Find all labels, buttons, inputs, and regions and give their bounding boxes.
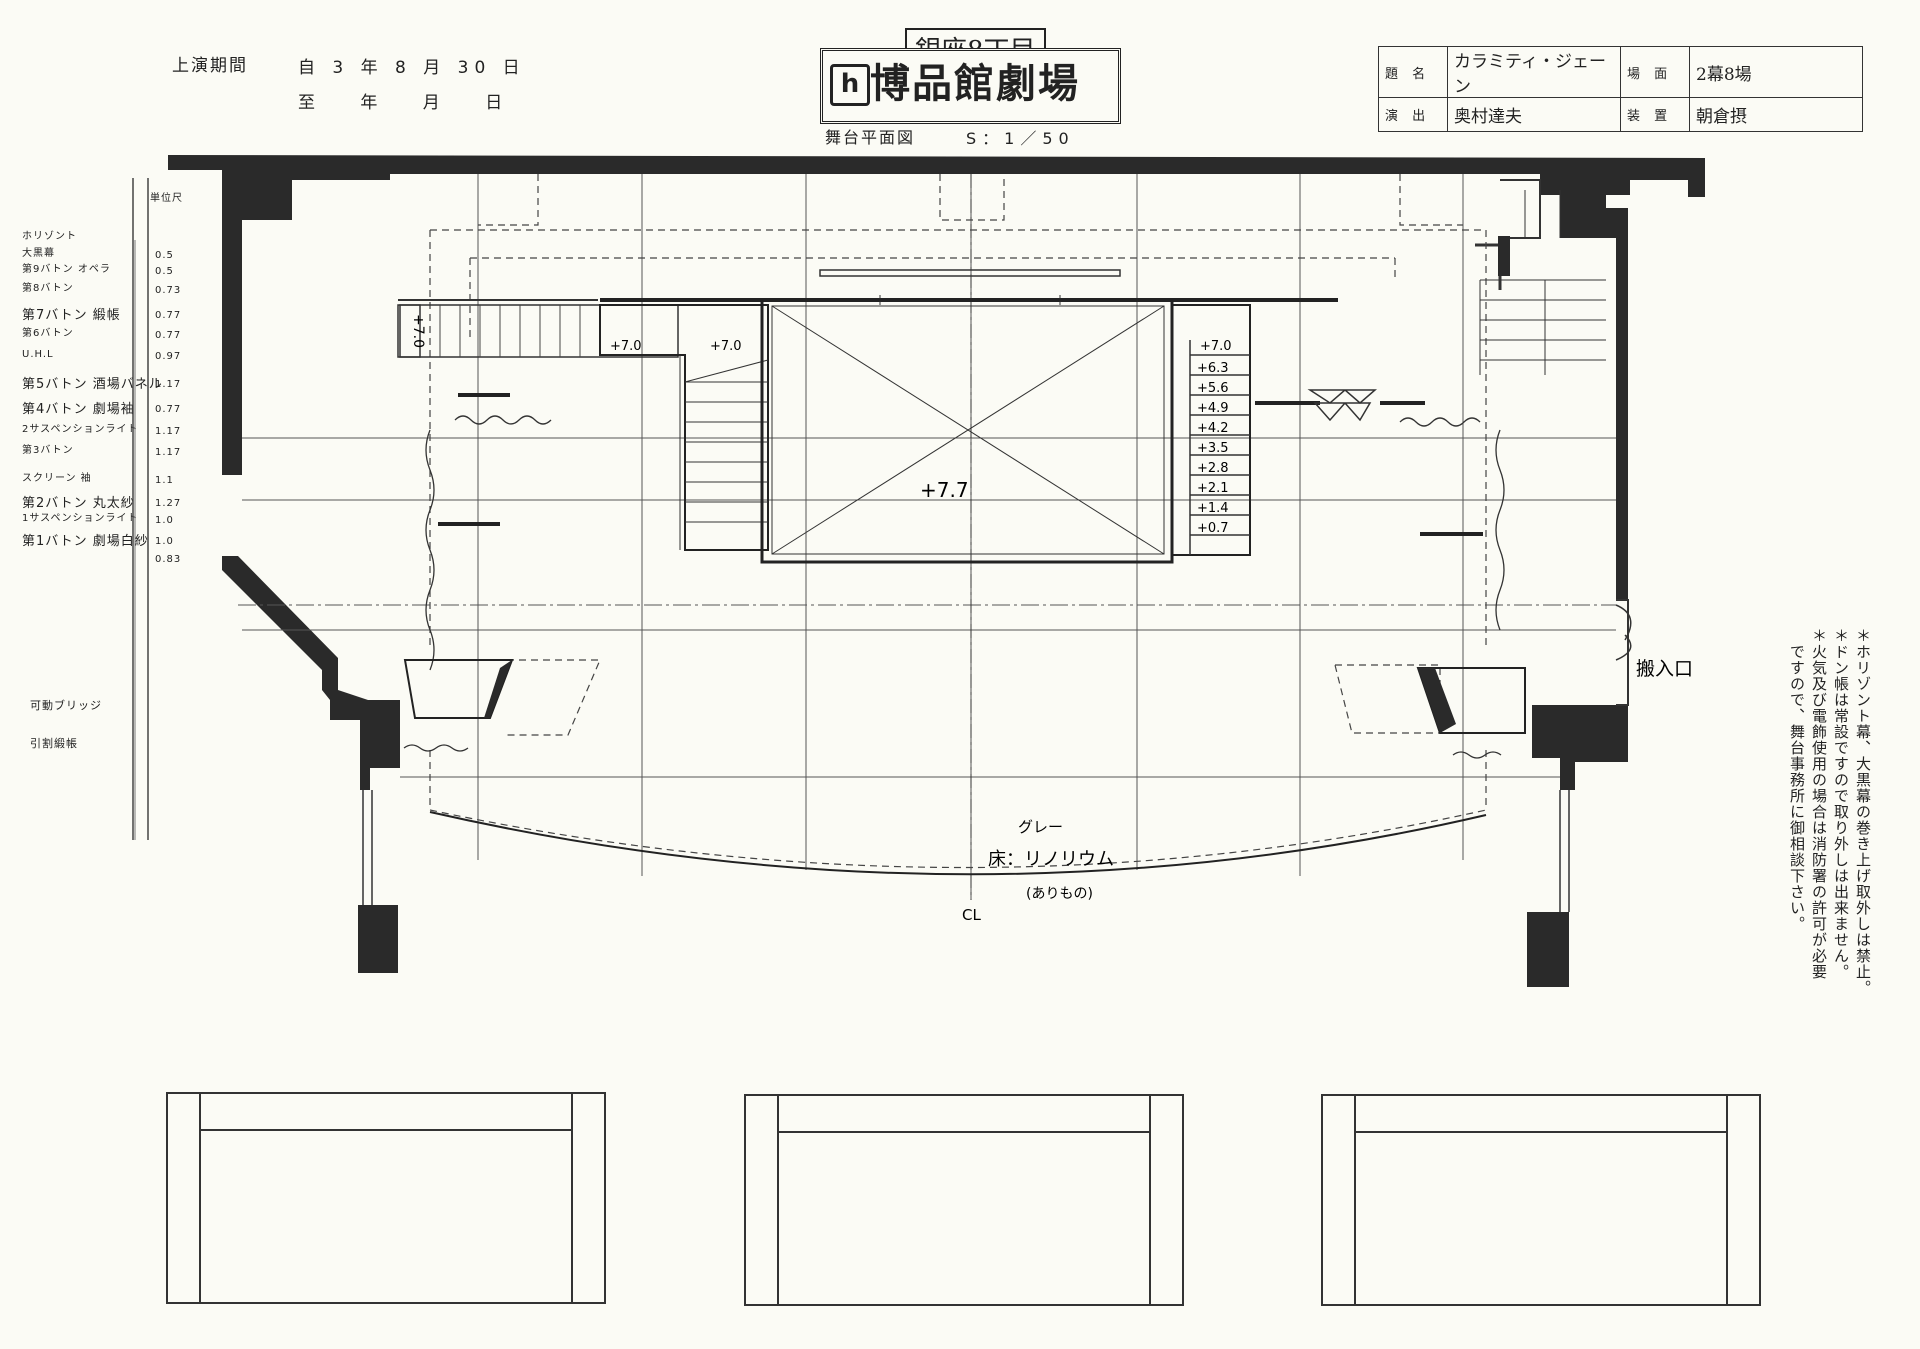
scene-label: 場 面 — [1620, 46, 1690, 98]
director-label: 演 出 — [1378, 97, 1448, 132]
upper-left-rotated-height: +7.0 — [410, 314, 426, 348]
batten-value: 1.0 — [155, 536, 174, 547]
batten-label: 大黒幕 — [22, 248, 55, 259]
batten-label: 第1バトン 劇場白紗 — [22, 534, 149, 549]
right-wall — [1540, 174, 1630, 600]
batten-value: 1.27 — [155, 498, 182, 509]
batten-label: 第3バトン — [22, 445, 74, 456]
batten-value: 1.17 — [155, 379, 182, 390]
batten-label: 1サスペンションライト — [22, 513, 139, 524]
step-height-label: +0.7 — [1197, 521, 1229, 536]
right-top-height: +7.0 — [1200, 339, 1232, 354]
director-value: 奥村達夫 — [1447, 97, 1621, 132]
batten-label: 第2バトン 丸太紗 — [22, 496, 135, 511]
step-height-label: +3.5 — [1197, 441, 1229, 456]
batten-label: 第7バトン 緞帳 — [22, 308, 121, 323]
batten-value: 0.77 — [155, 404, 182, 415]
step-height-label: +4.9 — [1197, 401, 1229, 416]
stage-front-edge — [429, 811, 1487, 876]
design-value: 朝倉摂 — [1689, 97, 1863, 132]
batten-value: 1.1 — [155, 475, 174, 486]
period-from: 自 3 年 8 月 30 日 — [298, 58, 526, 78]
batten-value: 0.77 — [155, 310, 182, 321]
step-height-label: +5.6 — [1197, 381, 1229, 396]
drawing-title: 舞台平面図 — [825, 128, 916, 147]
batten-value: 0.77 — [155, 330, 182, 341]
floor-material-label: 床：リノリウム — [988, 849, 1114, 870]
right-step-heights: +6.3 +5.6 +4.9 +4.2 +3.5 +2.8 +2.1 +1.4 +0.7 — [1197, 361, 1229, 536]
theater-logo-box — [820, 48, 1121, 124]
note-fire-cont: ですので、舞台事務所に御相談下さい。 — [1788, 628, 1806, 932]
floor-color-label: グレー — [1018, 818, 1063, 836]
title-block: 題 名 カラミティ・ジェーン 場 面 2幕8場 演 出 奥村達夫 装 置 朝倉摂 — [1378, 46, 1863, 132]
period-to: 至 年 月 日 — [298, 93, 523, 113]
drawing-scale: S：1／50 — [966, 129, 1075, 148]
floor-note-label: (ありもの) — [1026, 886, 1093, 902]
theater-name: 博品館劇場 — [870, 60, 1080, 107]
batten-value: 0.73 — [155, 285, 182, 296]
note-fire: ＊火気及び電飾使用の場合は消防署の許可が必要 — [1810, 628, 1828, 980]
step-height-label: +1.4 — [1197, 501, 1229, 516]
note-curtain: ＊ドン帳は常設ですので取り外しは出来ません。 — [1832, 628, 1850, 980]
batten-value: 1.17 — [155, 426, 182, 437]
left-wall — [222, 170, 390, 475]
entrance-label: 搬入口 — [1636, 658, 1693, 680]
batten-value: 0.5 — [155, 250, 174, 261]
notes-panel: ＊ホリゾント幕、大黒幕の巻き上げ取外しは禁止。 ＊ドン帳は常設ですので取り外しは… — [1752, 628, 1872, 1048]
batten-unit-label: 単位尺 — [150, 193, 183, 204]
batten-label: 第8バトン — [22, 283, 74, 294]
draw-curtain-label: 引割緞帳 — [30, 737, 78, 750]
batten-value: 0.97 — [155, 351, 182, 362]
batten-label: スクリーン 袖 — [22, 473, 92, 484]
right-pillar — [1527, 912, 1569, 987]
batten-label: 第9バトン オペラ — [22, 264, 111, 275]
back-wall — [168, 155, 1705, 197]
period-label: 上演期間 — [172, 56, 248, 76]
upper-left-height: +7.0 — [610, 339, 642, 354]
batten-value: 1.17 — [155, 447, 182, 458]
batten-label: 第6バトン — [22, 328, 74, 339]
step-height-label: +4.2 — [1197, 421, 1229, 436]
centerline-label: CL — [962, 906, 981, 924]
batten-label: 2サスペンションライト — [22, 424, 139, 435]
left-pillar — [358, 905, 398, 973]
step-height-label: +6.3 — [1197, 361, 1229, 376]
center-platform-height: +7.7 — [920, 478, 969, 502]
title-value: カラミティ・ジェーン — [1447, 46, 1621, 98]
design-label: 装 置 — [1620, 97, 1690, 132]
batten-value: 1.0 — [155, 515, 174, 526]
batten-label: 第5バトン 酒場バネル — [22, 377, 163, 392]
step-height-label: +2.8 — [1197, 461, 1229, 476]
theater-logo-icon: h — [830, 64, 870, 106]
step-height-label: +2.1 — [1197, 481, 1229, 496]
batten-label: 第4バトン 劇場袖 — [22, 402, 135, 417]
batten-value: 0.5 — [155, 266, 174, 277]
batten-label: U.H.L — [22, 349, 54, 360]
right-proscenium-wall — [1532, 705, 1628, 790]
scene-value: 2幕8場 — [1689, 46, 1863, 98]
left-proscenium-wall — [222, 556, 400, 790]
movable-bridge-label: 可動ブリッジ — [30, 699, 102, 712]
batten-label: ホリゾント — [22, 231, 77, 242]
batten-value: 0.83 — [155, 554, 182, 565]
note-horizon: ＊ホリゾント幕、大黒幕の巻き上げ取外しは禁止。 — [1854, 628, 1872, 996]
mid-left-height: +7.0 — [710, 339, 742, 354]
